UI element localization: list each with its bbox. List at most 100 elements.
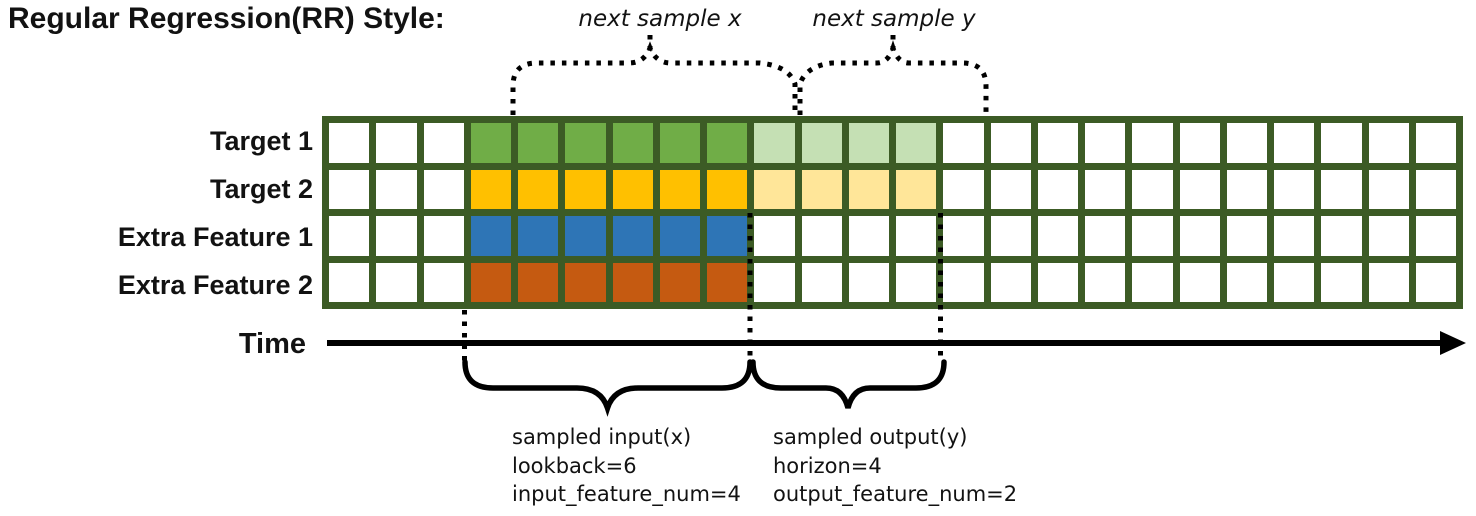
grid-cell xyxy=(329,262,370,302)
row-label-extra-feature-2: Extra Feature 2 xyxy=(117,270,313,300)
grid-cell xyxy=(423,123,464,163)
grid-cell xyxy=(896,169,937,209)
grid-cell xyxy=(423,169,464,209)
grid-cell xyxy=(470,123,511,163)
grid-cell xyxy=(848,169,889,209)
grid-cell xyxy=(1415,216,1456,256)
grid-cell xyxy=(1132,123,1173,163)
row-label-extra-feature-1: Extra Feature 1 xyxy=(117,222,313,252)
grid-cell xyxy=(1274,262,1315,302)
grid-cell xyxy=(470,262,511,302)
diagram-title: Regular Regression(RR) Style: xyxy=(8,2,445,35)
grid-cell xyxy=(612,262,653,302)
grid-cell xyxy=(1274,216,1315,256)
grid-cell xyxy=(1085,169,1126,209)
grid-cell xyxy=(801,262,842,302)
grid-cell xyxy=(1226,123,1267,163)
grid-cell xyxy=(612,169,653,209)
grid-cell xyxy=(659,169,700,209)
grid-cell xyxy=(1037,169,1078,209)
grid-cell xyxy=(565,262,606,302)
grid-cell xyxy=(376,262,417,302)
grid-cell xyxy=(1368,123,1409,163)
grid-cell xyxy=(1132,216,1173,256)
grid-cell xyxy=(329,169,370,209)
grid-cell xyxy=(518,123,559,163)
next-sample-y-label: next sample y xyxy=(812,6,976,32)
grid-cell xyxy=(1415,123,1456,163)
grid-cell xyxy=(848,123,889,163)
grid-cell xyxy=(1179,262,1220,302)
grid-cell xyxy=(896,123,937,163)
grid-cell xyxy=(1179,216,1220,256)
grid-cell xyxy=(943,216,984,256)
sampled-output-note: sampled output(y) horizon=4 output_featu… xyxy=(773,423,1017,509)
next-sample-y-brace xyxy=(797,40,989,115)
grid-cell xyxy=(1415,169,1456,209)
grid-cell xyxy=(659,262,700,302)
grid-cell xyxy=(754,216,795,256)
grid-cell xyxy=(1368,169,1409,209)
sampled-input-brace xyxy=(462,359,753,417)
grid-cell xyxy=(470,169,511,209)
grid-cell xyxy=(1085,123,1126,163)
grid-cell xyxy=(659,216,700,256)
grid-cell xyxy=(329,216,370,256)
grid-cell xyxy=(518,216,559,256)
grid-cell xyxy=(754,169,795,209)
grid-cell xyxy=(1321,216,1362,256)
grid-cell xyxy=(1037,216,1078,256)
grid-cell xyxy=(1085,262,1126,302)
grid-cell xyxy=(943,123,984,163)
grid-cell xyxy=(565,123,606,163)
horizon-value: horizon=4 xyxy=(773,453,882,478)
grid-cell xyxy=(1226,216,1267,256)
time-arrow-head xyxy=(1440,331,1466,355)
grid-cell xyxy=(990,169,1031,209)
grid-cell xyxy=(1179,123,1220,163)
grid-cell xyxy=(1368,216,1409,256)
grid-cell xyxy=(990,123,1031,163)
grid-cell xyxy=(754,123,795,163)
grid-cell xyxy=(1037,262,1078,302)
grid-cell xyxy=(801,216,842,256)
grid-cell xyxy=(659,123,700,163)
next-sample-x-label: next sample x xyxy=(578,6,742,32)
grid-cell xyxy=(801,169,842,209)
sampled-output-brace xyxy=(750,359,947,409)
grid-cell xyxy=(801,123,842,163)
grid-cell xyxy=(943,169,984,209)
row-label-target-2: Target 2 xyxy=(209,174,313,204)
grid-cell xyxy=(518,169,559,209)
grid-cell xyxy=(565,216,606,256)
grid-cell xyxy=(990,216,1031,256)
output-feature-num-value: output_feature_num=2 xyxy=(773,482,1018,506)
grid-cell xyxy=(1368,262,1409,302)
grid-cell xyxy=(376,123,417,163)
grid-cell xyxy=(376,216,417,256)
grid-cell xyxy=(1037,123,1078,163)
sample-grid xyxy=(322,116,1463,309)
grid-cell xyxy=(1274,123,1315,163)
grid-cell xyxy=(565,169,606,209)
grid-cell xyxy=(754,262,795,302)
grid-cell xyxy=(707,216,748,256)
sampled-output-title: sampled output(y) xyxy=(773,425,968,449)
grid-cell xyxy=(423,216,464,256)
grid-cell xyxy=(423,262,464,302)
sampled-input-note: sampled input(x) lookback=6 input_featur… xyxy=(512,423,741,509)
grid-cell xyxy=(612,216,653,256)
grid-cell xyxy=(990,262,1031,302)
grid-cell xyxy=(896,216,937,256)
input-feature-num-value: input_feature_num=4 xyxy=(512,482,741,506)
grid-cell xyxy=(1321,262,1362,302)
grid-cell xyxy=(896,262,937,302)
grid-cell xyxy=(470,216,511,256)
grid-cell xyxy=(707,262,748,302)
grid-cell xyxy=(1415,262,1456,302)
grid-cell xyxy=(848,216,889,256)
grid-cell xyxy=(943,262,984,302)
grid-cell xyxy=(1085,216,1126,256)
grid-cell xyxy=(1321,123,1362,163)
